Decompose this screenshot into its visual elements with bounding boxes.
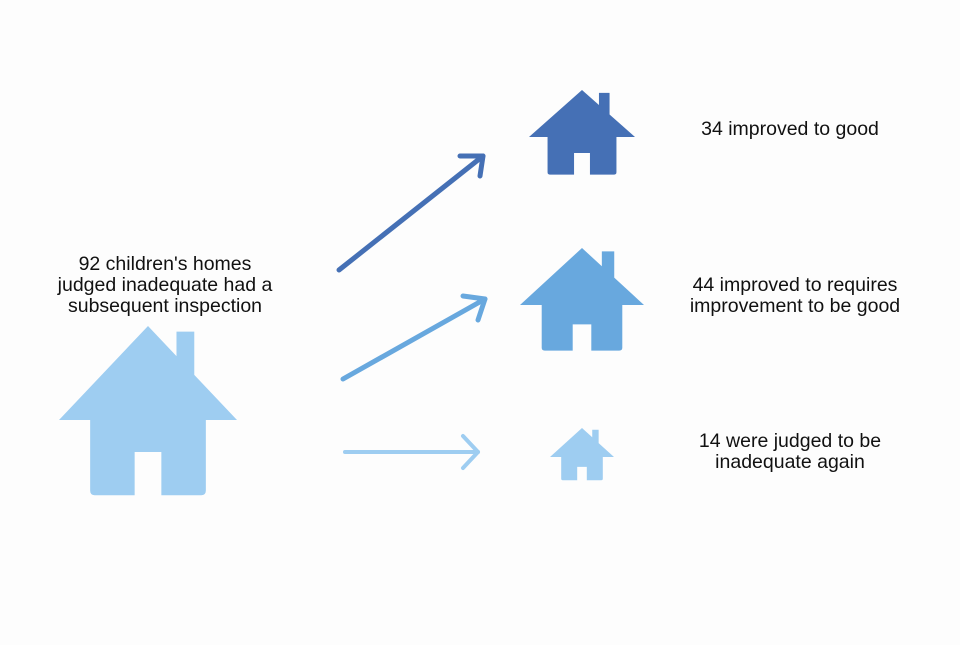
outcome-inadequate-again: 14 were judged to be inadequate again <box>698 430 882 473</box>
outcome-house-icon <box>529 90 635 175</box>
arrow-right-icon <box>343 434 480 470</box>
outcome-improved-to-good: 34 improved to good <box>701 118 879 140</box>
outcome-improved-to-requires-improvement: 44 improved to requires improvement to b… <box>689 274 901 317</box>
arrow-up-right-icon <box>336 153 486 273</box>
arrow-up-right-icon <box>340 293 488 382</box>
outcome-house-icon <box>520 248 644 351</box>
outcome-house-icon <box>550 428 614 481</box>
source-description: 92 children's homes judged inadequate ha… <box>57 253 273 317</box>
source-house-icon <box>59 326 237 496</box>
